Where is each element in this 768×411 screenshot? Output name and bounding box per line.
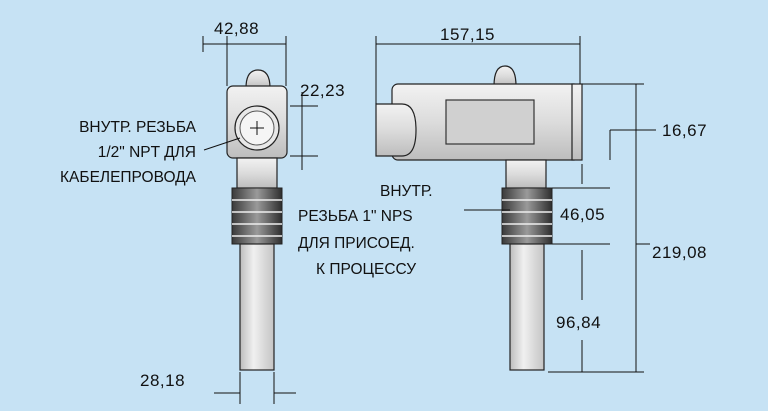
dim-probe-diameter: 28,18 bbox=[140, 371, 185, 390]
conduit-label-line-2: 1/2" NPT ДЛЯ bbox=[98, 144, 196, 161]
side-thread bbox=[231, 187, 283, 245]
conduit-label-line-3: КАБЕЛЕПРОВОДА bbox=[60, 169, 197, 186]
front-view bbox=[375, 65, 583, 371]
dimension-texts: 42,88 22,23 28,18 157,15 16,67 46,05 219… bbox=[140, 19, 707, 390]
dim-probe-length: 96,84 bbox=[556, 313, 601, 332]
process-label-line-1: ВНУТР. bbox=[380, 183, 433, 200]
dimension-lines bbox=[202, 36, 656, 404]
dim-side-width: 42,88 bbox=[214, 19, 259, 38]
front-window bbox=[445, 99, 535, 145]
side-top-cap bbox=[245, 69, 271, 89]
dim-overall-height: 219,08 bbox=[652, 243, 707, 262]
process-thread-label: ВНУТР. РЕЗЬБА 1" NPS ДЛЯ ПРИСОЕД. К ПРОЦ… bbox=[298, 183, 433, 278]
process-label-line-2: РЕЗЬБА 1" NPS bbox=[298, 208, 413, 225]
process-label-line-4: К ПРОЦЕССУ bbox=[316, 261, 416, 278]
dim-thread-height: 46,05 bbox=[560, 205, 605, 224]
front-neck bbox=[505, 159, 547, 189]
front-left-conduit bbox=[375, 103, 417, 157]
side-neck bbox=[236, 157, 278, 189]
side-view bbox=[226, 69, 288, 371]
conduit-thread-label: ВНУТР. РЕЗЬБА 1/2" NPT ДЛЯ КАБЕЛЕПРОВОДА bbox=[60, 119, 197, 186]
dim-top-offset: 16,67 bbox=[662, 121, 707, 140]
dim-conduit-offset: 22,23 bbox=[300, 81, 345, 100]
side-probe-tube bbox=[239, 243, 275, 371]
front-probe-tube bbox=[509, 243, 545, 371]
front-top-cap bbox=[493, 65, 517, 87]
front-thread bbox=[501, 187, 553, 245]
process-label-line-3: ДЛЯ ПРИСОЕД. bbox=[298, 235, 415, 252]
dim-total-length: 157,15 bbox=[440, 25, 495, 44]
conduit-label-line-1: ВНУТР. РЕЗЬБА bbox=[79, 119, 197, 136]
